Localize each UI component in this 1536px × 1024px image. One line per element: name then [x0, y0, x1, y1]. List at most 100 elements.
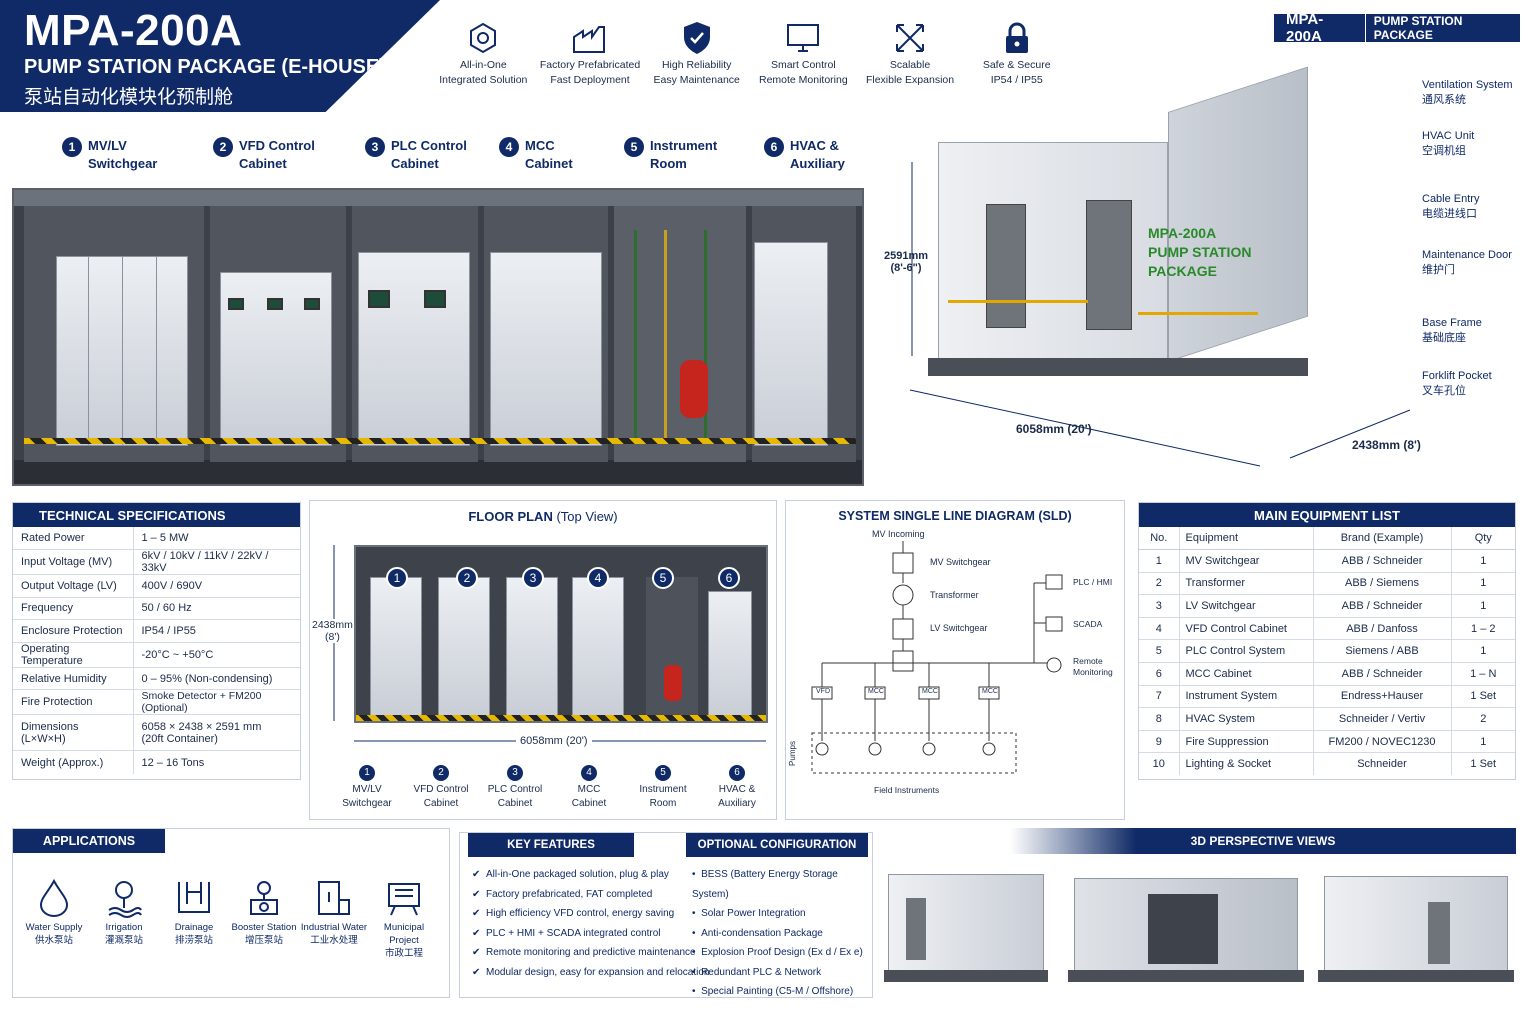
label-line1: MV/LV [88, 138, 127, 153]
sld-plc-hmi: PLC / HMI [1073, 577, 1113, 587]
feature-line2: Flexible Expansion [865, 74, 955, 86]
exterior-width-dim: 2438mm (8') [1352, 438, 1421, 452]
row-number: 6 [1139, 662, 1180, 686]
spec-key: Relative Humidity [13, 667, 134, 691]
brand: FM200 / NOVEC1230 [1313, 730, 1452, 754]
legend-line2: Auxiliary [718, 798, 756, 809]
list-item: ✔Modular design, easy for expansion and … [472, 966, 710, 978]
column-header: Brand (Example) [1313, 527, 1452, 550]
feature-text: Remote monitoring and predictive mainten… [486, 947, 696, 958]
sld-scada: SCADA [1073, 619, 1103, 629]
spec-value: 12 – 16 Tons [141, 756, 205, 769]
application-en: Booster Station [231, 922, 297, 933]
dim-value-ft: (8'-6") [890, 262, 922, 274]
spec-key: Input Voltage (MV) [13, 549, 134, 576]
equipment-name: Fire Suppression [1179, 730, 1314, 754]
feature-item: Smart Control Remote Monitoring [750, 18, 857, 98]
spec-key: Frequency [13, 597, 134, 621]
compartment-number: 5 [624, 137, 644, 157]
brand: ABB / Schneider [1313, 594, 1452, 618]
application-cn: 市政工程 [384, 948, 423, 959]
option-text: Solar Power Integration [701, 908, 806, 919]
equipment-list-title: MAIN EQUIPMENT LIST [1139, 503, 1515, 527]
brand: ABB / Danfoss [1313, 617, 1452, 641]
perspective-title: 3D PERSPECTIVE VIEWS [1010, 828, 1516, 854]
dim-value: 2438mm [312, 619, 353, 631]
feature-text: Factory prefabricated, FAT completed [486, 888, 653, 900]
callout-en: HVAC Unit [1422, 130, 1475, 142]
sld-remote-line: Remote [1073, 656, 1103, 666]
callout-cn: 空调机组 [1422, 145, 1466, 157]
row-number: 9 [1139, 730, 1180, 754]
feature-line1: High Reliability [661, 59, 732, 71]
page-subtitle-cn: 泵站自动化模块化预制舱 [24, 87, 234, 108]
badge-label: PUMP STATION PACKAGE [1364, 14, 1520, 42]
feature-line2: IP54 / IP55 [990, 74, 1043, 86]
option-text: Anti-condensation Package [701, 927, 823, 939]
factory-icon [573, 26, 605, 53]
legend-line1: HVAC & [718, 784, 756, 795]
equipment-name: Lighting & Socket [1179, 752, 1314, 776]
legend-line2: Switchgear [342, 798, 392, 809]
floor-plan-number: 2 [456, 567, 478, 589]
feature-line2: Remote Monitoring [758, 74, 848, 86]
sld-pumps: Pumps [787, 741, 797, 766]
floor-plan-drawing [354, 545, 768, 723]
badge-model: MPA-200A [1286, 11, 1324, 45]
container-exterior-view: MPA-200A PUMP STATION PACKAGE [928, 66, 1310, 378]
spec-value-line: (20ft Container) [141, 732, 218, 745]
sld-mv-switchgear: MV Switchgear [930, 557, 991, 567]
callout-en: Ventilation System [1422, 79, 1513, 91]
floor-plan-length-dim: 6058mm (20') [516, 735, 592, 747]
label-line1: MCC [525, 138, 555, 153]
feature-line1: All-in-One [459, 59, 507, 71]
legend-line1: MCC [577, 784, 601, 795]
feature-text: High efficiency VFD control, energy savi… [486, 908, 675, 919]
floor-plan-dimension-lines [333, 545, 766, 742]
row-number: 10 [1139, 752, 1180, 776]
wall-logo: MPA-200A PUMP STATION PACKAGE [1148, 224, 1251, 281]
callout-cn: 叉车孔位 [1422, 385, 1466, 397]
spec-key: Operating Temperature [13, 642, 134, 668]
table-row: Output Voltage (LV)400V / 690V [13, 574, 300, 598]
legend-line1: Instrument [639, 784, 687, 795]
irrigation-icon [108, 881, 142, 918]
feature-text: Modular design, easy for expansion and r… [486, 966, 710, 978]
feature-line1: Smart Control [770, 59, 836, 71]
spec-key: Enclosure Protection [13, 619, 134, 643]
feature-item: Scalable Flexible Expansion [857, 18, 964, 98]
row-number: 2 [1139, 572, 1180, 596]
floor-plan-number: 1 [386, 567, 408, 589]
compartment-number: 3 [365, 137, 385, 157]
label-line1: Instrument [650, 138, 718, 153]
spec-value: 50 / 60 Hz [133, 597, 300, 621]
legend-number: 3 [507, 765, 523, 781]
quantity: 1 [1451, 730, 1515, 754]
dim-value: 2591mm [884, 250, 929, 262]
table-row: Weight (Approx.)12 – 16 Tons [13, 750, 300, 774]
application-en: Industrial Water [300, 922, 368, 933]
application-cn: 排涝泵站 [174, 935, 213, 946]
spec-value: 400V / 690V [133, 574, 300, 598]
label-line2: Room [650, 156, 687, 171]
application-cn: 灌溉泵站 [104, 935, 143, 946]
container-interior-view [12, 188, 864, 486]
quantity: 1 Set [1451, 685, 1515, 709]
feature-text: PLC + HMI + SCADA integrated control [486, 927, 661, 939]
floor-plan-width-dim: 2438mm(8') [312, 619, 353, 643]
